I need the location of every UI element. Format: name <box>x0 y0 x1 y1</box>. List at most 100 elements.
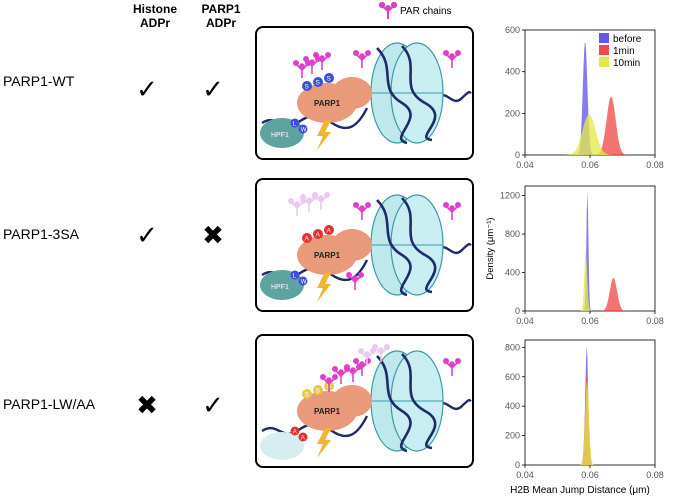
histone-header-line1: Histone <box>132 2 177 16</box>
residue-letter: S <box>316 80 321 87</box>
contact-residue-letter: W <box>301 279 307 285</box>
contact-residue-badge <box>298 124 308 134</box>
parp1-header-line1: PARP1 <box>201 2 241 16</box>
row-label-3sa: PARP1-3SA <box>3 226 79 242</box>
series-10min <box>525 382 655 465</box>
x-tick-label: 0.04 <box>516 160 534 170</box>
y-axis-label: Density (μm⁻¹) <box>485 217 496 279</box>
nucleosome <box>370 194 444 297</box>
parp1-label: PARP1 <box>314 407 341 416</box>
histone-adpr-header: Histone ADPr <box>120 2 190 30</box>
legend-label-10min: 10min <box>613 58 640 69</box>
par-chain-icon <box>353 201 372 220</box>
y-tick-label: 400 <box>505 67 520 77</box>
residue-badge <box>313 77 323 87</box>
par-chain-icon <box>346 272 365 290</box>
y-tick-label: 600 <box>505 372 520 382</box>
parp1-adpr-header: PARP1 ADPr <box>186 2 256 30</box>
residue-letter: S <box>316 388 321 395</box>
parp1-header-line2: ADPr <box>205 16 236 30</box>
x-tick-label: 0.08 <box>646 316 664 326</box>
parp1-label: PARP1 <box>314 99 341 108</box>
y-tick-label: 200 <box>505 431 520 441</box>
contact-residue-letter: A <box>293 429 297 435</box>
legend-swatch-before <box>599 33 609 43</box>
x-tick-label: 0.08 <box>646 160 664 170</box>
series-before <box>525 190 655 311</box>
parp1-protein: PARP1 <box>297 77 372 123</box>
residue-letter: A <box>305 236 310 243</box>
residue-badge <box>313 229 323 239</box>
par-chain-icon <box>311 192 331 210</box>
y-tick-label: 1200 <box>500 191 520 201</box>
row-label-wt: PARP1-WT <box>3 73 75 89</box>
cross-icon: ✖ <box>202 220 224 250</box>
contact-residue-badge <box>290 118 300 128</box>
residue-letter: A <box>316 232 321 239</box>
residue-badge <box>302 389 312 399</box>
par-chain-icon <box>443 49 462 68</box>
parp1-protein: PARP1 <box>297 229 372 275</box>
residue-badge <box>302 81 312 91</box>
y-tick-label: 0 <box>515 460 520 470</box>
residue-badge <box>324 73 334 83</box>
par-chain-icon <box>443 357 462 376</box>
contact-residue-letter: A <box>301 435 305 441</box>
parp1-label: PARP1 <box>314 251 341 260</box>
series-10min <box>525 252 655 311</box>
y-tick-label: 0 <box>515 150 520 160</box>
nucleosome <box>370 350 444 453</box>
y-tick-label: 0 <box>515 306 520 316</box>
par-chain-icon <box>312 51 332 70</box>
dna-strand <box>436 398 472 411</box>
contact-residue-letter: L <box>293 273 297 279</box>
y-tick-label: 600 <box>505 25 520 35</box>
legend-swatch-1min <box>599 45 609 55</box>
dna-strand <box>436 242 472 255</box>
residue-letter: S <box>305 392 310 399</box>
x-tick-label: 0.04 <box>516 470 534 480</box>
check-icon: ✓ <box>136 74 158 104</box>
par-chain-icon <box>344 363 363 382</box>
series-10min <box>525 114 655 155</box>
y-tick-label: 200 <box>505 108 520 118</box>
x-tick-label: 0.08 <box>646 470 664 480</box>
legend-label-before: before <box>613 34 642 45</box>
residue-letter: S <box>305 84 310 91</box>
contact-residue-letter: L <box>293 121 297 127</box>
residue-badge <box>324 225 334 235</box>
x-tick-label: 0.06 <box>581 316 599 326</box>
hpf1-protein <box>260 432 304 460</box>
cross-icon: ✖ <box>136 390 158 420</box>
plot-frame <box>524 185 656 312</box>
x-tick-label: 0.04 <box>516 316 534 326</box>
histone-header-line2: ADPr <box>139 16 170 30</box>
y-tick-label: 400 <box>505 268 520 278</box>
par-chain-icon <box>302 55 321 74</box>
check-icon: ✓ <box>202 390 224 420</box>
contact-residue-badge <box>290 270 300 280</box>
lightning-icon <box>317 120 331 150</box>
par-chain-icon <box>353 357 372 376</box>
par-chain-legend-icon <box>378 2 398 19</box>
dna-strand <box>436 90 472 103</box>
hpf1-label: HPF1 <box>271 132 289 139</box>
residue-badge <box>302 233 312 243</box>
nucleosome <box>370 42 444 145</box>
residue-letter: S <box>327 76 332 83</box>
row-label-lwaa: PARP1-LW/AA <box>3 396 96 412</box>
legend-swatch-10min <box>599 57 609 67</box>
par-chain-icon <box>372 344 391 362</box>
x-axis-label: H2B Mean Jump Distance (μm) <box>510 485 650 496</box>
residue-badge <box>313 385 323 395</box>
hpf1-label: HPF1 <box>271 284 289 291</box>
y-tick-label: 800 <box>505 229 520 239</box>
par-chain-icon <box>353 49 372 68</box>
lightning-icon <box>317 428 331 458</box>
diagram-panel-lwaa: PARP1SSSAA <box>255 334 474 468</box>
x-tick-label: 0.06 <box>581 160 599 170</box>
